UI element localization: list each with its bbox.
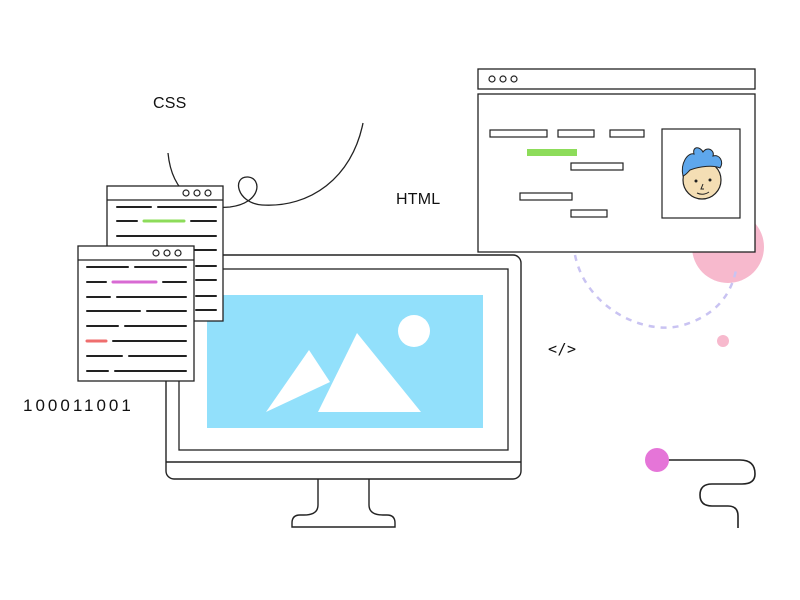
cartoon-face-icon [681, 147, 723, 200]
decor-cable [657, 459, 756, 528]
browser-content-blocks [489, 129, 645, 218]
browser-window [477, 68, 756, 253]
decor-magenta-node [645, 448, 669, 472]
css-label: CSS [153, 95, 187, 112]
browser-address-bar [477, 68, 756, 90]
sun-circle [398, 315, 430, 347]
mountain-right [318, 333, 421, 412]
mountain-left [266, 350, 330, 412]
browser-highlight-bar [527, 149, 577, 156]
three-dot-window-controls [152, 249, 182, 257]
monitor [165, 254, 522, 528]
binary-code-label: 100011001 [23, 396, 134, 415]
code-lines-front [85, 266, 187, 372]
code-tag-label: </> [548, 340, 577, 358]
monitor-stand [291, 478, 396, 528]
decor-pink-dot-small [717, 335, 729, 347]
decor-dashed-arc [573, 254, 738, 329]
html-label: HTML [396, 191, 441, 208]
three-dot-window-controls [182, 189, 212, 197]
code-window-front-frame [77, 245, 195, 382]
three-dot-window-controls [488, 75, 518, 83]
code-window-front [77, 245, 195, 382]
